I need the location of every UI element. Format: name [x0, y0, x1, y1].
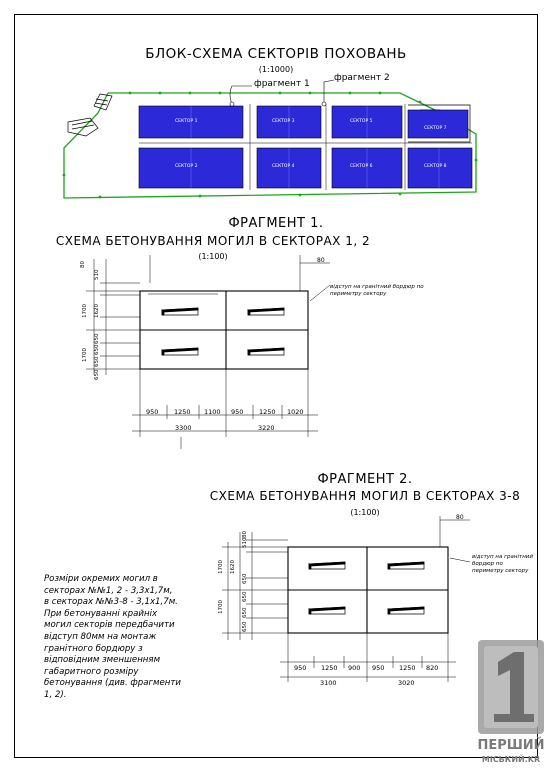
border-note: відступ на гранітний бордюр по периметру…: [330, 284, 424, 297]
dim-left: 650: [242, 573, 248, 585]
main-title: БЛОК-СХЕМА СЕКТОРІВ ПОХОВАНЬ: [145, 46, 407, 62]
sector-label: СЕКТОР 6: [350, 164, 373, 169]
dim-left: 1620: [94, 304, 100, 318]
dim-left: 1620: [230, 560, 236, 574]
fragment1-subtitle: СХЕМА БЕТОНУВАННЯ МОГИЛ В СЕКТОРАХ 1, 2: [55, 234, 371, 248]
dim-total: 3220: [258, 424, 275, 432]
dim-bottom: 950: [146, 408, 159, 416]
drawing-frame: [14, 14, 538, 758]
logo-icon: [478, 640, 544, 734]
fragment2-title: ФРАГМЕНТ 2.: [317, 472, 413, 487]
dim-bottom: 1250: [174, 408, 191, 416]
fragment1-drawing: [86, 255, 331, 449]
sector-label: СЕКТОР 4: [272, 164, 295, 169]
dim-total: 3100: [320, 679, 337, 687]
border-note: відступ на гранітний бордюр по периметру…: [472, 554, 533, 574]
sector-label: СЕКТОР 7: [424, 126, 447, 131]
main-scale: (1:1000): [258, 65, 294, 74]
logo-text-1: ПЕРШИЙ: [477, 738, 545, 753]
dim-bottom: 950: [231, 408, 244, 416]
dim-left: 650: [242, 591, 248, 603]
dim-bottom: 900: [348, 664, 361, 672]
sector-label: СЕКТОР 5: [350, 119, 373, 124]
watermark-logo: 1 ПЕРШИЙ МІСЬКИЙ.KR: [470, 636, 552, 770]
dim-bottom: 1100: [204, 408, 221, 416]
dim-total: 3300: [175, 424, 192, 432]
sector-label: СЕКТОР 1: [175, 119, 198, 124]
footnote: Розміри окремих могил в секторах №№1, 2 …: [44, 574, 181, 700]
dim-left: 510: [242, 537, 248, 549]
dim-bottom: 950: [372, 664, 385, 672]
fragment1-scale: (1:100): [198, 252, 228, 261]
dim-top: 80: [456, 514, 464, 521]
site-plan: [62, 79, 478, 199]
sector-label: СЕКТОР 8: [424, 164, 447, 169]
fragment2-subtitle: СХЕМА БЕТОНУВАННЯ МОГИЛ В СЕКТОРАХ 3-8: [209, 489, 521, 503]
sector-blocks: [138, 105, 473, 189]
dim-top: 80: [317, 257, 325, 264]
dim-left: 510: [94, 269, 100, 281]
sector-label: СЕКТОР 2: [175, 164, 198, 169]
dim-left: 650: [94, 344, 100, 356]
dim-bottom: 1250: [321, 664, 338, 672]
path-lines: [139, 104, 472, 190]
dim-total: 3020: [398, 679, 415, 687]
fragment2-drawing: [222, 516, 471, 682]
dim-left: 80: [80, 261, 86, 268]
dim-bottom: 1020: [287, 408, 304, 416]
boundary-markers: [62, 91, 478, 199]
dim-bottom: 1250: [399, 664, 416, 672]
dim-bottom: 820: [426, 664, 439, 672]
fragment1-title: ФРАГМЕНТ 1.: [228, 216, 324, 231]
fragment2-scale: (1:100): [350, 508, 380, 517]
dim-left: 1700: [218, 560, 224, 574]
callout-fragment-1: фрагмент 1: [254, 79, 310, 89]
dim-left: 650: [242, 621, 248, 633]
logo-text-2: МІСЬКИЙ.KR: [481, 755, 541, 764]
dim-left: 1700: [82, 304, 88, 318]
dim-left: 650: [94, 356, 100, 368]
dim-bottom: 1250: [259, 408, 276, 416]
site-boundary: [63, 92, 477, 199]
dim-left: 650: [242, 607, 248, 619]
dim-left: 650: [94, 369, 100, 381]
sector-label: СЕКТОР 3: [272, 119, 295, 124]
dim-left: 650: [94, 333, 100, 345]
callout-fragment-2: фрагмент 2: [334, 73, 390, 83]
dim-bottom: 950: [294, 664, 307, 672]
dim-left: 1700: [82, 348, 88, 362]
